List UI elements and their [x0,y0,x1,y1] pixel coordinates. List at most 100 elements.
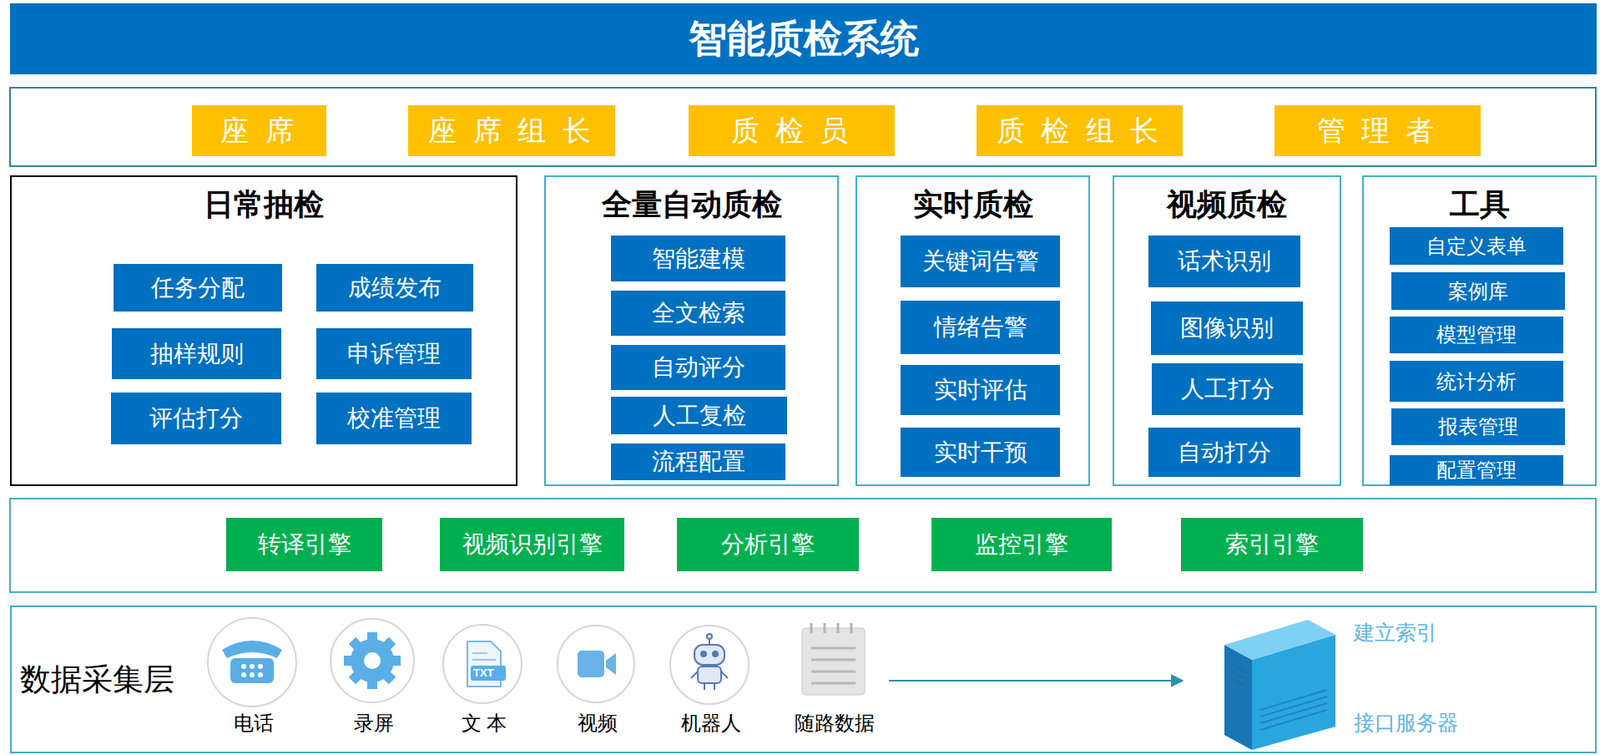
icon-circles [207,617,749,707]
function-box: 实时评估 [900,364,1060,415]
role-box: 质 检 组 长 [976,105,1183,157]
phone-icon [222,640,283,683]
node-text: 图像识别 [1180,312,1274,344]
node-text: 申诉管理 [347,338,441,370]
node-text: 实时质检 [913,186,1034,223]
notepad-icon [802,622,865,695]
node-text: 情绪告警 [933,311,1028,344]
node-text: 案例库 [1448,277,1509,305]
module-panel: 日常抽检任务分配成绩发布抽样规则申诉管理评估打分校准管理 [10,175,518,486]
node-text: 自定义表单 [1426,232,1527,260]
node-text: 视频 [577,710,618,736]
icon-label: TXT [473,666,495,679]
data-flow-arrow [888,679,1183,682]
robot-icon [691,633,728,690]
node-text: 模型管理 [1436,321,1517,349]
role-box: 质 检 员 [688,105,895,157]
node-text: 流程配置 [651,445,746,478]
node-text: 接口服务器 [1353,709,1459,735]
node-text: 统计分析 [1436,368,1517,395]
node-text: 实时干预 [933,436,1028,469]
function-box: 申诉管理 [316,328,472,379]
node-text: 建立索引 [1353,619,1438,645]
engine-box: 转译引擎 [226,517,383,571]
node-text: 配置管理 [1436,456,1517,484]
node-text: 视频质检 [1166,186,1288,223]
function-box: 成绩发布 [316,263,474,312]
node-text: 话术识别 [1177,245,1272,278]
function-box: 话术识别 [1148,235,1301,288]
module-panel: 视频质检话术识别图像识别人工打分自动打分 [1112,175,1342,486]
function-box: 智能建模 [610,235,786,282]
node-text: 座 席 组 长 [428,111,595,151]
function-box: 自动打分 [1148,427,1301,477]
node-text: 电话 [233,710,274,736]
node-text: 分析引擎 [721,528,815,561]
engine-band [10,498,1596,592]
source-icon: 录屏 [319,618,429,742]
engine-box: 索引引擎 [1181,517,1363,571]
node-text: 智能建模 [651,242,746,275]
node-text: 视频识别引擎 [462,528,603,561]
node-text: 索引引擎 [1225,528,1319,561]
tool-box: 报表管理 [1391,408,1565,445]
node-text: 质 检 组 长 [996,111,1163,151]
node-text: 质 检 员 [731,111,853,151]
node-text: 抽样规则 [150,338,244,370]
node-text: 人工打分 [1181,373,1275,405]
node-text: 转译引擎 [257,528,352,561]
function-box: 全文检索 [610,290,786,336]
source-icon: 文 本 [429,618,539,742]
tool-box: 自定义表单 [1389,227,1564,265]
node-text: 随路数据 [794,710,875,736]
function-box: 任务分配 [113,263,283,312]
text-doc-icon [467,641,506,687]
function-box: 实时干预 [900,427,1060,477]
node-text: 自动评分 [651,351,746,384]
node-text: 工具 [1449,186,1510,223]
tool-box: 配置管理 [1389,454,1564,485]
node-text: 座 席 [220,111,298,151]
node-text: 成绩发布 [348,272,442,304]
node-text: 报表管理 [1438,413,1519,440]
source-icon: 机器人 [656,618,766,742]
role-box: 管 理 者 [1274,105,1481,157]
node-text: 校准管理 [347,402,441,435]
title-bar: 智能质检系统 [10,3,1597,75]
node-text: 管 理 者 [1317,111,1439,151]
source-icon: 视频 [543,618,652,742]
function-box: 校准管理 [316,392,472,445]
roles-band [10,87,1596,167]
module-panel: 工具自定义表单案例库模型管理统计分析报表管理配置管理 [1362,175,1597,486]
node-text: 人工复检 [652,399,747,432]
node-text: 任务分配 [151,272,245,304]
server-icon [1224,619,1336,750]
node-text: 监控引擎 [974,528,1069,561]
engine-box: 视频识别引擎 [439,517,625,571]
node-text: 数据采集层 [20,658,175,701]
function-box: 自动评分 [610,344,786,390]
function-box: 抽样规则 [111,328,282,379]
node-text: 机器人 [681,710,742,736]
function-box: 人工打分 [1151,363,1303,415]
node-text: 录屏 [353,710,394,736]
engine-box: 监控引擎 [931,517,1112,571]
tool-box: 模型管理 [1389,316,1564,354]
node-text: 自动打分 [1177,436,1272,469]
function-box: 流程配置 [610,443,786,480]
video-icon [577,650,616,677]
function-box: 评估打分 [111,392,282,445]
source-icon: 电话 [199,618,308,742]
function-box: 关键词告警 [900,235,1060,288]
node-text: 全量自动质检 [601,186,783,223]
title-text: 智能质检系统 [688,13,919,66]
function-box: 情绪告警 [900,300,1060,354]
tool-box: 案例库 [1391,272,1565,310]
server-node: 建立索引接口服务器 [1182,619,1475,742]
node-text: 评估打分 [149,402,243,435]
role-box: 座 席 组 长 [408,105,616,157]
source-icon: 随路数据 [780,618,889,742]
role-box: 座 席 [191,105,327,157]
data-layer: 数据采集层电话 录屏 文 本 视频 机器人 随路数据 建立索引接口服务器 [10,605,1597,753]
node-text: 文 本 [461,710,508,736]
